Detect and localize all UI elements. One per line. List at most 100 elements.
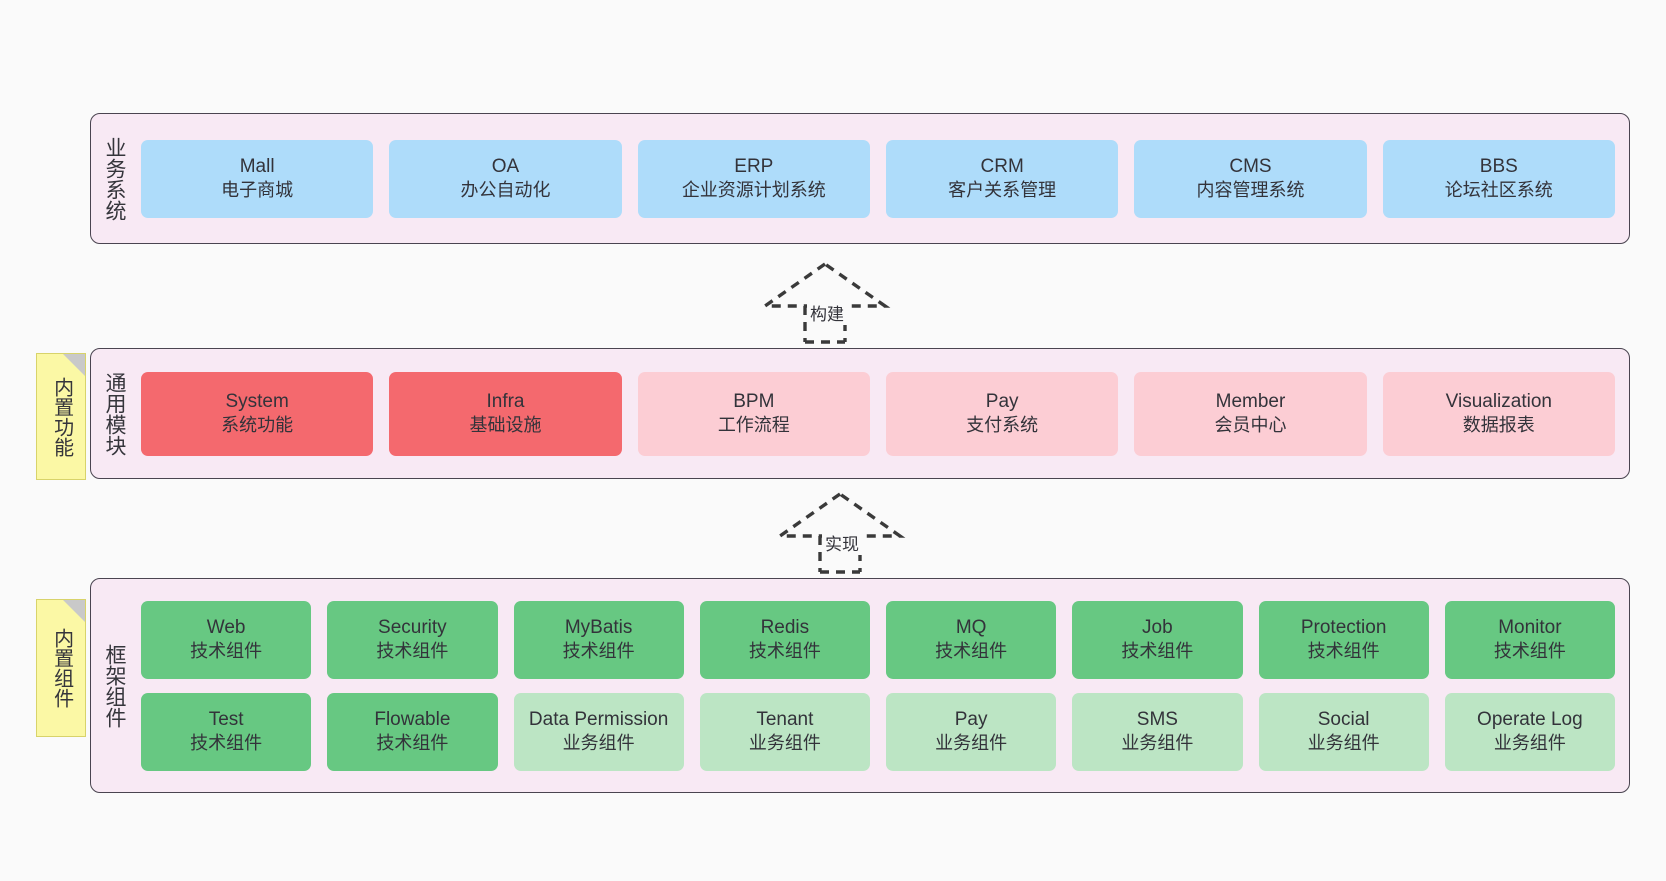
layer-body-business-system: Mall 电子商城 OA 办公自动化 ERP 企业资源计划系统 CRM 客户关系… bbox=[137, 114, 1629, 243]
card-bbs[interactable]: BBS 论坛社区系统 bbox=[1382, 139, 1615, 218]
note-builtin-component: 内置组件 bbox=[36, 599, 86, 737]
card-tenant[interactable]: Tenant 业务组件 bbox=[699, 692, 870, 771]
card-desc: 业务组件 bbox=[562, 733, 635, 754]
card-title: Flowable bbox=[374, 709, 451, 731]
card-desc: 业务组件 bbox=[935, 733, 1008, 754]
card-desc: 技术组件 bbox=[748, 641, 821, 662]
card-desc: 技术组件 bbox=[1493, 641, 1566, 662]
note-label: 内置组件 bbox=[50, 628, 73, 708]
card-desc: 技术组件 bbox=[190, 641, 263, 662]
card-desc: 企业资源计划系统 bbox=[681, 180, 826, 201]
card-test[interactable]: Test 技术组件 bbox=[141, 692, 312, 771]
card-desc: 业务组件 bbox=[1493, 733, 1566, 754]
card-system[interactable]: System 系统功能 bbox=[141, 371, 374, 456]
card-row: Web 技术组件 Security 技术组件 MyBatis 技术组件 Redi… bbox=[141, 600, 1615, 679]
card-title: BPM bbox=[733, 391, 775, 413]
card-data-permission[interactable]: Data Permission 业务组件 bbox=[513, 692, 684, 771]
card-title: Member bbox=[1215, 391, 1286, 413]
layer-business-system: 业务系统 Mall 电子商城 OA 办公自动化 ERP 企业资源计划系统 CRM… bbox=[90, 113, 1630, 244]
card-desc: 基础设施 bbox=[469, 415, 542, 436]
card-job[interactable]: Job 技术组件 bbox=[1072, 600, 1243, 679]
card-desc: 论坛社区系统 bbox=[1444, 180, 1553, 201]
card-protection[interactable]: Protection 技术组件 bbox=[1258, 600, 1429, 679]
card-desc: 技术组件 bbox=[935, 641, 1008, 662]
card-desc: 会员中心 bbox=[1214, 415, 1287, 436]
layer-body-framework-component: Web 技术组件 Security 技术组件 MyBatis 技术组件 Redi… bbox=[137, 579, 1629, 792]
card-desc: 办公自动化 bbox=[460, 180, 551, 201]
note-builtin-feature: 内置功能 bbox=[36, 353, 86, 480]
card-title: Security bbox=[378, 617, 447, 639]
card-operate-log[interactable]: Operate Log 业务组件 bbox=[1444, 692, 1615, 771]
card-title: OA bbox=[491, 156, 520, 178]
card-monitor[interactable]: Monitor 技术组件 bbox=[1444, 600, 1615, 679]
card-desc: 内容管理系统 bbox=[1196, 180, 1305, 201]
card-desc: 技术组件 bbox=[562, 641, 635, 662]
card-security[interactable]: Security 技术组件 bbox=[327, 600, 498, 679]
card-title: Pay bbox=[985, 391, 1019, 413]
card-title: Tenant bbox=[756, 709, 814, 731]
card-title: Test bbox=[208, 709, 244, 731]
card-title: MyBatis bbox=[564, 617, 633, 639]
card-cms[interactable]: CMS 内容管理系统 bbox=[1134, 139, 1367, 218]
card-title: Social bbox=[1317, 709, 1370, 731]
card-mall[interactable]: Mall 电子商城 bbox=[141, 139, 374, 218]
card-social[interactable]: Social 业务组件 bbox=[1258, 692, 1429, 771]
layer-title-common-module: 通用模块 bbox=[102, 371, 126, 456]
card-title: Infra bbox=[486, 391, 525, 413]
layer-title-framework-component: 框架组件 bbox=[102, 643, 126, 728]
card-title: Visualization bbox=[1445, 391, 1552, 413]
card-desc: 支付系统 bbox=[966, 415, 1039, 436]
card-row: Mall 电子商城 OA 办公自动化 ERP 企业资源计划系统 CRM 客户关系… bbox=[141, 139, 1615, 218]
card-title: Web bbox=[206, 617, 246, 639]
card-title: Pay bbox=[954, 709, 988, 731]
card-sms[interactable]: SMS 业务组件 bbox=[1072, 692, 1243, 771]
card-title: Redis bbox=[760, 617, 810, 639]
connector-implement: 实现 bbox=[770, 491, 920, 574]
card-title: BBS bbox=[1479, 156, 1518, 178]
card-pay[interactable]: Pay 支付系统 bbox=[885, 371, 1119, 456]
card-desc: 技术组件 bbox=[1307, 641, 1380, 662]
note-fold-corner-icon bbox=[63, 600, 85, 622]
card-oa[interactable]: OA 办公自动化 bbox=[389, 139, 622, 218]
card-title: Mall bbox=[239, 156, 275, 178]
card-desc: 技术组件 bbox=[1121, 641, 1194, 662]
card-desc: 业务组件 bbox=[1307, 733, 1380, 754]
card-desc: 工作流程 bbox=[717, 415, 790, 436]
card-erp[interactable]: ERP 企业资源计划系统 bbox=[637, 139, 870, 218]
card-desc: 系统功能 bbox=[221, 415, 294, 436]
card-member[interactable]: Member 会员中心 bbox=[1134, 371, 1367, 456]
card-title: CRM bbox=[980, 156, 1024, 178]
card-infra[interactable]: Infra 基础设施 bbox=[389, 371, 622, 456]
card-row: System 系统功能 Infra 基础设施 BPM 工作流程 Pay 支付系统… bbox=[141, 371, 1615, 456]
card-title: CMS bbox=[1229, 156, 1272, 178]
card-web[interactable]: Web 技术组件 bbox=[141, 600, 312, 679]
layer-title-business-system: 业务系统 bbox=[102, 136, 126, 221]
card-title: SMS bbox=[1136, 709, 1178, 731]
card-title: Protection bbox=[1300, 617, 1387, 639]
card-title: System bbox=[225, 391, 289, 413]
card-mq[interactable]: MQ 技术组件 bbox=[886, 600, 1057, 679]
layer-framework-component: 框架组件 Web 技术组件 Security 技术组件 MyBatis 技术组件… bbox=[90, 578, 1630, 793]
card-visualization[interactable]: Visualization 数据报表 bbox=[1382, 371, 1615, 456]
card-desc: 业务组件 bbox=[1121, 733, 1194, 754]
card-row: Test 技术组件 Flowable 技术组件 Data Permission … bbox=[141, 692, 1615, 771]
card-title: Job bbox=[1142, 617, 1173, 639]
card-desc: 技术组件 bbox=[376, 641, 449, 662]
card-title: Data Permission bbox=[528, 709, 669, 731]
connector-implement-label: 实现 bbox=[822, 530, 862, 555]
card-desc: 技术组件 bbox=[376, 733, 449, 754]
card-redis[interactable]: Redis 技术组件 bbox=[699, 600, 870, 679]
layer-body-common-module: System 系统功能 Infra 基础设施 BPM 工作流程 Pay 支付系统… bbox=[137, 349, 1629, 478]
card-mybatis[interactable]: MyBatis 技术组件 bbox=[513, 600, 684, 679]
card-desc: 业务组件 bbox=[748, 733, 821, 754]
card-title: Operate Log bbox=[1477, 709, 1583, 731]
card-flowable[interactable]: Flowable 技术组件 bbox=[327, 692, 498, 771]
card-crm[interactable]: CRM 客户关系管理 bbox=[885, 139, 1119, 218]
card-pay-business[interactable]: Pay 业务组件 bbox=[886, 692, 1057, 771]
card-title: ERP bbox=[734, 156, 774, 178]
note-fold-corner-icon bbox=[63, 354, 85, 376]
card-desc: 技术组件 bbox=[190, 733, 263, 754]
connector-build: 构建 bbox=[755, 261, 905, 344]
card-bpm[interactable]: BPM 工作流程 bbox=[637, 371, 870, 456]
